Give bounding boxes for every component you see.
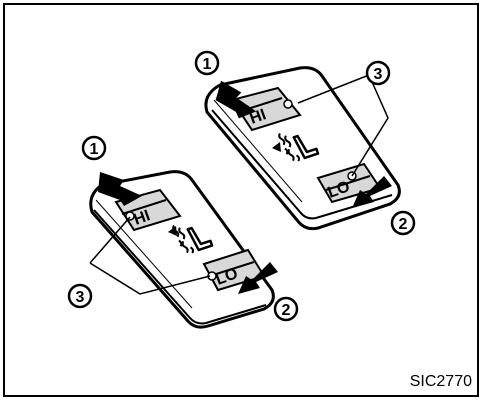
callout-lower-3-label: 3 xyxy=(76,289,85,306)
callout-leader-lines xyxy=(89,74,389,295)
upper-lo-button[interactable]: LO xyxy=(316,162,382,204)
upper-hi-indicator-light-icon xyxy=(283,99,293,109)
lower-hi-indicator-light-icon xyxy=(125,211,135,221)
callout-upper-2-label: 2 xyxy=(399,216,408,233)
figure-code: SIC2770 xyxy=(409,373,472,390)
upper-hi-press-arrow-icon xyxy=(215,80,257,119)
callout-lower-2-label: 2 xyxy=(282,302,291,319)
upper-lo-label: LO xyxy=(326,178,353,202)
upper-lo-press-arrow-icon xyxy=(352,176,392,208)
lower-hi-label: HI xyxy=(132,207,153,228)
callout-upper-3: 3 xyxy=(365,60,391,86)
press-arrows xyxy=(98,80,392,294)
callout-lower-2: 2 xyxy=(273,296,299,322)
figure-frame xyxy=(3,3,479,397)
callout-upper-2: 2 xyxy=(390,210,416,236)
upper-switch-unit: HI LO xyxy=(204,66,401,231)
lower-lo-press-arrow-icon xyxy=(238,262,278,294)
lower-hi-press-arrow-icon xyxy=(98,172,142,206)
callout-upper-1-label: 1 xyxy=(203,56,212,73)
callout-lower-1: 1 xyxy=(81,135,107,161)
upper-direction-marker-icon xyxy=(272,142,281,152)
callout-lower-3: 3 xyxy=(67,283,93,309)
callout-upper-1: 1 xyxy=(194,50,220,76)
upper-hi-button[interactable]: HI xyxy=(230,86,302,132)
lower-direction-marker-icon xyxy=(168,226,177,236)
callout-upper-3-label: 3 xyxy=(374,66,383,83)
callout-lower-1-label: 1 xyxy=(90,141,99,158)
lower-lo-label: LO xyxy=(214,265,241,289)
